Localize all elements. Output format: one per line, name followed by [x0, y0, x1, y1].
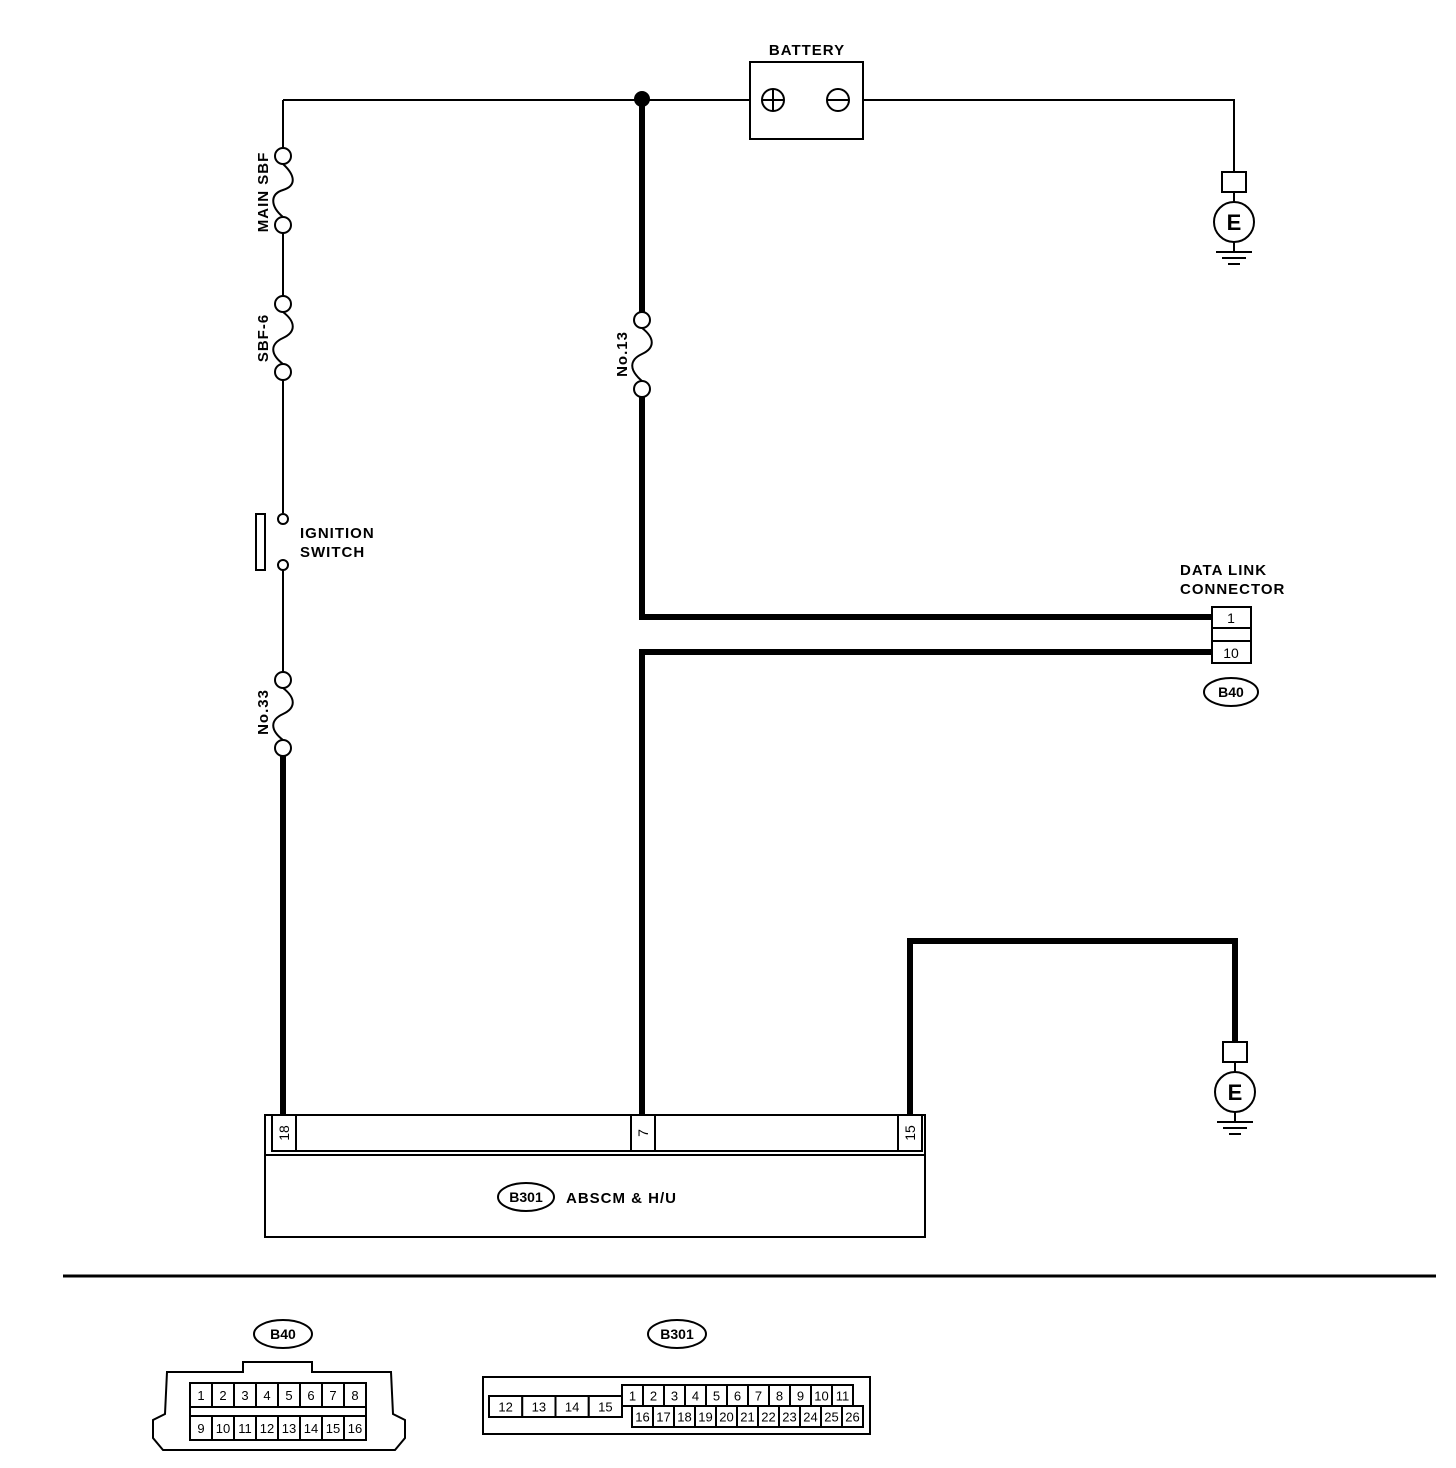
wire-dlc10-thick — [639, 649, 1212, 1115]
wire-mid-2-thick — [639, 397, 1212, 620]
b301-pin-15: 15 — [598, 1400, 612, 1415]
b301-pin-8: 8 — [776, 1389, 783, 1404]
b40-pin-13: 13 — [282, 1421, 296, 1436]
b301-pin-25: 25 — [824, 1410, 838, 1425]
battery-positive-icon — [761, 88, 785, 112]
b301-tag — [497, 1182, 555, 1212]
b301-pin-18: 18 — [677, 1410, 691, 1425]
b301-pin-16: 16 — [635, 1410, 649, 1425]
b301-pin-5: 5 — [713, 1389, 720, 1404]
wire-battery-to-ground — [863, 99, 1235, 172]
b301-pin-2: 2 — [650, 1389, 657, 1404]
dlc-pin-1: 1 — [1227, 610, 1235, 626]
ignition-switch-icon — [255, 513, 289, 571]
no13-label: No.13 — [614, 331, 631, 377]
b301-pin-9: 9 — [797, 1389, 804, 1404]
b301-pin-21: 21 — [740, 1410, 754, 1425]
battery-label: BATTERY — [769, 42, 845, 59]
b40-pin-7: 7 — [329, 1388, 336, 1403]
ground-2-label: E — [1228, 1080, 1243, 1105]
b301-pin-23: 23 — [782, 1410, 796, 1425]
b40-pin-6: 6 — [307, 1388, 314, 1403]
b301-pin-3: 3 — [671, 1389, 678, 1404]
battery: BATTERY — [749, 42, 864, 140]
b301-pin-7: 7 — [755, 1389, 762, 1404]
ignition-label-2: SWITCH — [300, 544, 365, 561]
wire-right-thick — [907, 938, 1238, 1115]
abscm-pin-18: 18 — [276, 1125, 292, 1141]
b40-pin-10: 10 — [216, 1421, 230, 1436]
b301-pin-24: 24 — [803, 1410, 817, 1425]
b301-pin-22: 22 — [761, 1410, 775, 1425]
b301-pin-26: 26 — [845, 1410, 859, 1425]
b40-face-label: B40 — [270, 1326, 296, 1342]
b40-tag — [1203, 677, 1259, 707]
b40-pin-16: 16 — [348, 1421, 362, 1436]
no13-fuse-icon — [631, 311, 653, 398]
b40-pin-14: 14 — [304, 1421, 318, 1436]
b40-tag-label: B40 — [1218, 684, 1244, 700]
battery-negative-icon — [826, 88, 850, 112]
b40-pin-11: 11 — [238, 1421, 252, 1436]
main-sbf-label: MAIN SBF — [255, 152, 272, 233]
abscm-pin-15: 15 — [902, 1125, 918, 1141]
abscm-label: ABSCM & H/U — [566, 1190, 677, 1207]
ground-1-label: E — [1227, 210, 1242, 235]
b40-pin-3: 3 — [241, 1388, 248, 1403]
b301-pin-1: 1 — [629, 1389, 636, 1404]
b301-pin-10: 10 — [814, 1389, 828, 1404]
b40-pin-8-cell — [343, 1382, 367, 1408]
b40-pin-15: 15 — [326, 1421, 340, 1436]
b301-pin-13: 13 — [532, 1400, 546, 1415]
b301-pin-19: 19 — [698, 1410, 712, 1425]
b40-pin-2: 2 — [219, 1388, 226, 1403]
b301-face-label: B301 — [660, 1326, 694, 1342]
abscm-unit: 18 7 15 B301 ABSCM & H/U — [264, 1114, 926, 1238]
sbf6-fuse-icon — [272, 295, 294, 381]
no33-fuse-icon — [272, 671, 294, 757]
dlc-label-2: CONNECTOR — [1180, 581, 1285, 598]
dlc-pin-10: 10 — [1223, 645, 1239, 661]
b40-pin-9: 9 — [197, 1421, 204, 1436]
b40-pin-1: 1 — [197, 1388, 204, 1403]
b301-pin-26-cell — [841, 1405, 864, 1428]
b301-pin-14: 14 — [565, 1400, 579, 1415]
ground-2: E — [1214, 1041, 1256, 1135]
b40-pin-4: 4 — [263, 1388, 270, 1403]
no33-label: No.33 — [255, 689, 272, 735]
b40-pin-16-cell — [343, 1415, 367, 1441]
b301-pin-6: 6 — [734, 1389, 741, 1404]
b40-pin-8: 8 — [351, 1388, 358, 1403]
b301-pin-17: 17 — [656, 1410, 670, 1425]
b40-pin-12: 12 — [260, 1421, 274, 1436]
b301-pin-12: 12 — [498, 1400, 512, 1415]
abscm-pin-7: 7 — [635, 1129, 651, 1137]
b301-tag-label: B301 — [509, 1189, 543, 1205]
ignition-label-1: IGNITION — [300, 525, 375, 542]
b301-pin-20: 20 — [719, 1410, 733, 1425]
dlc-label-1: DATA LINK — [1180, 562, 1267, 579]
b301-pin-11: 11 — [836, 1389, 850, 1404]
ground-1: E — [1213, 171, 1255, 265]
data-link-connector: DATA LINK CONNECTOR 1 10 B40 — [1180, 562, 1285, 707]
b301-pin-4: 4 — [692, 1389, 699, 1404]
sbf6-label: SBF-6 — [255, 314, 272, 362]
main-sbf-fuse-icon — [272, 147, 294, 234]
b40-pin-5: 5 — [285, 1388, 292, 1403]
